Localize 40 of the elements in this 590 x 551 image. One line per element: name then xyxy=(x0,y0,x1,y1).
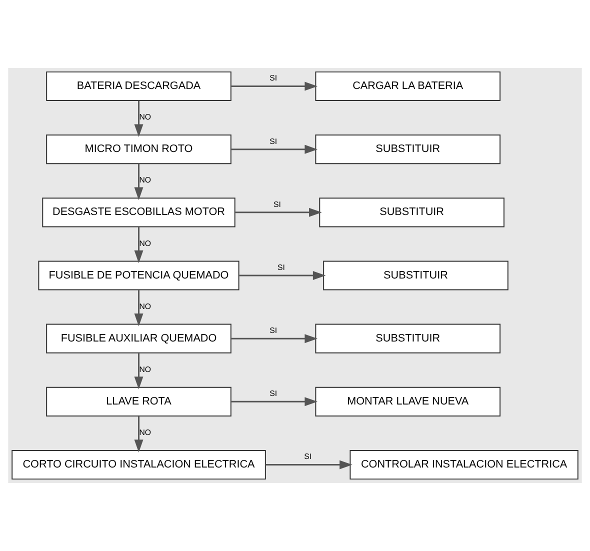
node-box: MICRO TIMON ROTO xyxy=(46,134,232,164)
node-box: DESGASTE ESCOBILLAS MOTOR xyxy=(42,198,236,228)
arrow xyxy=(134,353,144,390)
edge-label: SI xyxy=(270,326,278,336)
node-box: CONTROLAR INSTALACION ELECTRICA xyxy=(350,450,578,480)
edge-label: SI xyxy=(270,136,278,146)
node-box: FUSIBLE DE POTENCIA QUEMADO xyxy=(38,260,240,290)
arrow xyxy=(231,144,318,154)
arrow xyxy=(235,208,322,217)
arrow xyxy=(239,271,326,280)
arrow xyxy=(134,226,144,264)
arrow xyxy=(134,164,144,200)
edge-label: NO xyxy=(139,112,152,122)
arrow xyxy=(231,334,318,344)
node-box: SUBSTITUIR xyxy=(323,260,508,290)
edge-label: NO xyxy=(139,302,152,311)
node-box: MONTAR LLAVE NUEVA xyxy=(315,386,501,416)
node-box: SUBSTITUIR xyxy=(315,134,501,164)
node-box: SUBSTITUIR xyxy=(315,324,501,354)
edge-label: SI xyxy=(274,200,281,209)
edge-label: NO xyxy=(139,238,152,248)
arrow xyxy=(134,290,144,326)
arrow xyxy=(134,416,144,452)
edge-label: NO xyxy=(139,428,152,438)
node-box: BATERIA DESCARGADA xyxy=(46,71,232,102)
edge-label: SI xyxy=(277,262,285,272)
edge-label: NO xyxy=(139,365,152,374)
arrow xyxy=(265,460,352,470)
edge-label: SI xyxy=(270,74,278,83)
arrow xyxy=(134,100,144,138)
edge-label: SI xyxy=(304,452,312,462)
arrow xyxy=(231,82,318,91)
node-box: CORTO CIRCUITO INSTALACION ELECTRICA xyxy=(12,450,266,480)
node-box: SUBSTITUIR xyxy=(319,198,504,228)
edge-label: NO xyxy=(139,176,152,185)
node-box: CARGAR LA BATERIA xyxy=(315,71,501,102)
node-box: FUSIBLE AUXILIAR QUEMADO xyxy=(46,324,232,354)
arrow xyxy=(231,397,318,406)
edge-label: SI xyxy=(270,389,278,398)
node-box: LLAVE ROTA xyxy=(46,386,232,416)
